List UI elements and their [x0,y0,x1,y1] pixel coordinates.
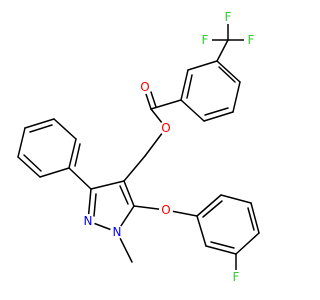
atom-labels: F F F O O O N N [81,10,258,284]
bond-fph-2 [220,194,252,204]
atom-label-n: N [113,225,122,239]
bond-benz-5-inner [186,74,193,99]
bond-fph-5 [205,245,237,255]
bond-c5-c4-inner [119,185,129,205]
atom-n-1: N [110,225,124,239]
bond-ph-6 [39,167,70,178]
bond-ch2-pyrazole [123,155,146,182]
bond-benz-6 [187,60,218,71]
atom-f-top-right: F [244,33,258,47]
bond-c5-c4 [123,180,135,207]
bond-fph-1-inner [202,200,223,218]
atom-label-o: O [140,80,149,94]
atom-n-2: N [81,214,95,228]
atom-label-o: O [161,203,170,217]
bonds [17,22,260,273]
bond-fph-4 [235,232,260,255]
bond-ph-1 [68,138,77,169]
atom-label-f: F [202,33,209,47]
bond-fph-5-inner [210,241,235,249]
atom-label-f: F [248,33,255,47]
atom-f-top-mid: F [221,10,235,24]
structure-svg: F F F O O O N N [17,10,260,284]
bond-ph-3-inner [29,124,53,133]
atom-label-f: F [233,270,240,284]
bond-c3-n2-inner [93,193,97,217]
bond-benz-1 [216,60,241,83]
atom-label-o: O [161,121,170,135]
atom-o-ether: O [159,203,173,217]
bond-ph-5 [17,156,41,178]
bond-benz-2 [232,81,241,113]
bond-cf3-ring [216,39,229,62]
bond-benz-3 [203,111,234,122]
atom-o-carbonyl: O [138,80,152,94]
bond-ph-2 [53,118,77,140]
bond-benz-5 [180,69,189,101]
bond-fph-1 [196,194,222,217]
atom-label-n: N [84,214,93,228]
bond-benz-3-inner [204,107,229,116]
bond-co-double-2 [150,91,157,108]
atom-label-f: F [225,10,232,24]
bond-ph-3 [24,118,55,129]
molecule-diagram: F F F O O O N N [17,10,260,284]
bond-ph-5-inner [23,154,42,172]
bond-fph-3-inner [247,207,255,231]
atom-f-bottom: F [229,270,243,284]
bond-ph-1-inner [74,143,81,167]
bond-fph-6 [196,215,207,247]
bond-co-double-1 [145,93,152,110]
bond-c4-c3 [90,180,125,190]
bond-benz-1-inner [218,66,236,83]
atom-o-ester: O [159,121,173,135]
atom-f-top-left: F [198,33,212,47]
bond-fph-3 [250,202,260,234]
bond-ph-4 [17,127,26,158]
bond-c3-phenyl [68,167,92,190]
bond-benz-4 [180,99,205,122]
